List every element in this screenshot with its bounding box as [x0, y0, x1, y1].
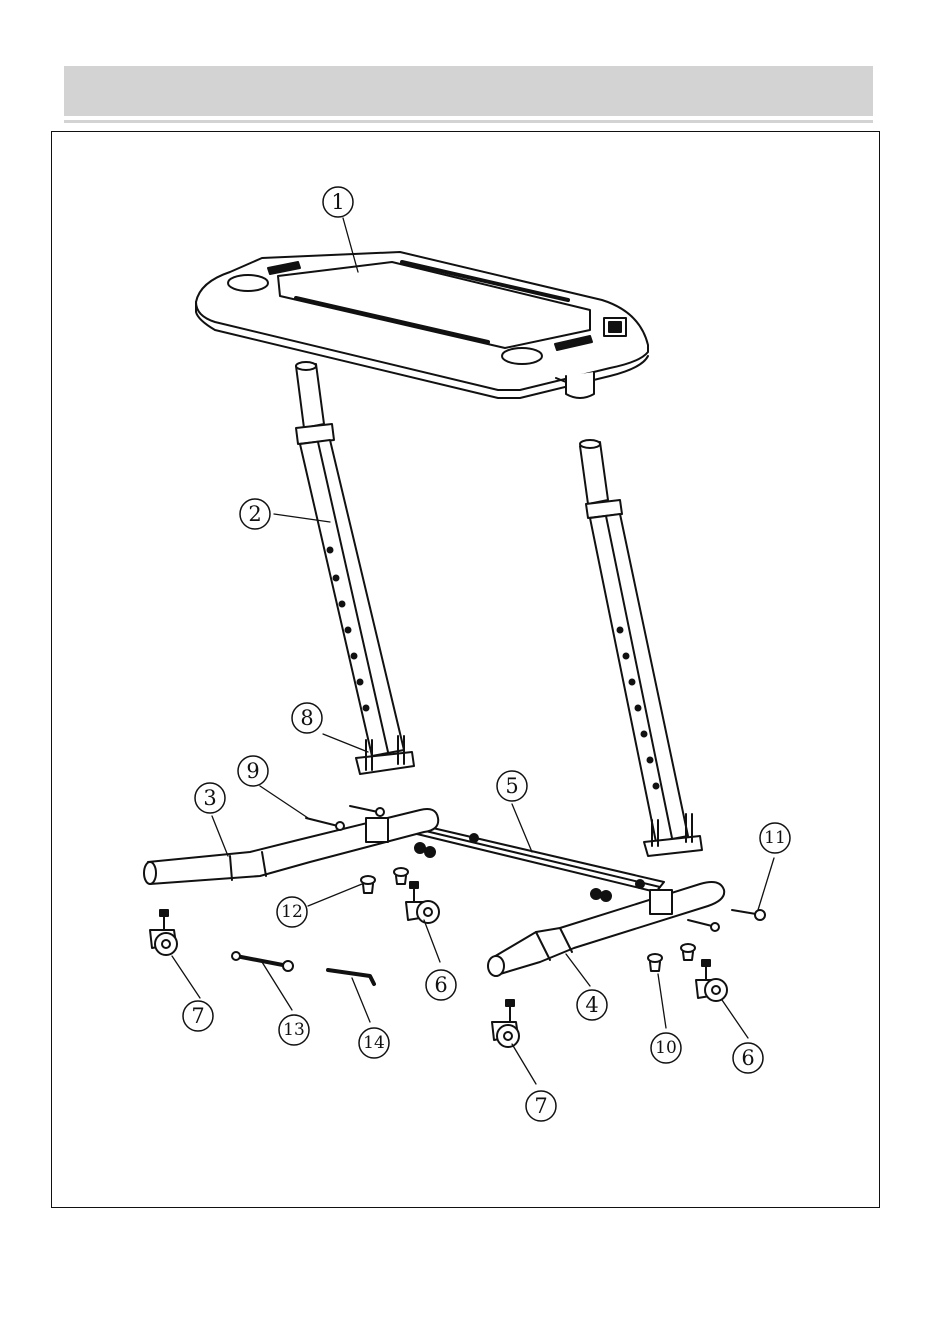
callout-11: 11: [760, 823, 790, 853]
upright-right-part: [580, 440, 702, 856]
callout-8: 8: [292, 703, 322, 733]
svg-text:8: 8: [300, 706, 313, 730]
svg-text:7: 7: [191, 1004, 204, 1028]
callout-7a: 7: [183, 1001, 213, 1031]
svg-text:6: 6: [741, 1046, 754, 1070]
callout-10: 10: [651, 1033, 681, 1063]
tabletop-part: [196, 252, 648, 398]
callout-14: 14: [359, 1028, 389, 1058]
callout-4: 4: [577, 990, 607, 1020]
svg-text:11: 11: [764, 828, 786, 848]
callout-2: 2: [240, 499, 270, 529]
callout-3: 3: [195, 783, 225, 813]
svg-text:12: 12: [281, 902, 303, 922]
svg-text:2: 2: [248, 502, 261, 526]
svg-text:4: 4: [585, 993, 598, 1017]
callout-13: 13: [279, 1015, 309, 1045]
svg-text:6: 6: [434, 973, 447, 997]
callout-1: 1: [323, 187, 353, 217]
callout-7b: 7: [526, 1091, 556, 1121]
callout-9: 9: [238, 756, 268, 786]
svg-text:5: 5: [505, 774, 518, 798]
svg-text:9: 9: [246, 759, 259, 783]
svg-text:13: 13: [283, 1020, 305, 1040]
svg-text:7: 7: [534, 1094, 547, 1118]
svg-text:14: 14: [363, 1033, 385, 1053]
svg-text:1: 1: [331, 190, 344, 214]
svg-text:3: 3: [203, 786, 216, 810]
callout-5: 5: [497, 771, 527, 801]
callout-6a: 6: [426, 970, 456, 1000]
svg-text:10: 10: [655, 1038, 677, 1058]
callout-12: 12: [277, 897, 307, 927]
callout-6b: 6: [733, 1043, 763, 1073]
